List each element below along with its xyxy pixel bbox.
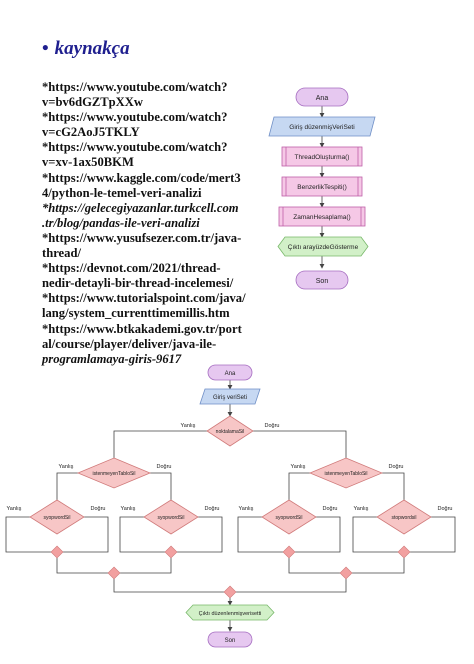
ref-line: *https://www.yusufsezer.com.tr/java- — [42, 230, 242, 245]
leaf1-no: Doğru — [91, 506, 106, 512]
leaf2-label: syopwordSil — [158, 515, 185, 521]
leaf1-yes: Yanlış — [7, 506, 22, 512]
leaf4-no: Doğru — [438, 506, 453, 512]
flow2-leaf-4: stopwordsil Yanlış Doğru — [354, 499, 453, 535]
reference-list: *https://www.youtube.com/watch? v=bv6dGZ… — [42, 80, 246, 367]
leaf2-no: Doğru — [205, 506, 220, 512]
right-yes-label: Yanlış — [291, 464, 306, 470]
leaf4-yes: Yanlış — [354, 506, 369, 512]
ref-line: nedir-detayli-bir-thread-incelemesi/ — [42, 276, 234, 291]
merge-node-6 — [339, 566, 353, 580]
flow2-leaf-3: syopwordSil Yanlış Doğru — [239, 499, 338, 535]
merge-connectors — [50, 545, 411, 599]
right-no-label: Doğru — [389, 464, 404, 470]
flow1-end-terminal: Son — [295, 270, 349, 290]
main-yes-label: Yanlış — [181, 423, 196, 429]
ref-line: *https://www.tutorialspoint.com/java/ — [42, 291, 246, 306]
leaf2-yes: Yanlış — [121, 506, 136, 512]
flow2-output-label: Çıktı düzenlenmişverisetti — [199, 611, 262, 617]
flow2-decision-left: istenmeyenTabloSil Yanlış Doğru — [59, 457, 172, 489]
flow2-leaf-2: syopwordSil Yanlış Doğru — [121, 499, 220, 535]
flowchart-preprocess-lines — [5, 380, 456, 632]
left-no-label: Doğru — [157, 464, 172, 470]
flow1-start-terminal: Ana — [295, 87, 349, 107]
ref-line: *https://www.youtube.com/watch? — [42, 80, 228, 94]
ref-line: v=cG2AoJ5TKLY — [42, 125, 140, 140]
ref-line: al/course/player/deliver/java-ile- — [42, 336, 217, 351]
merge-node-5 — [107, 566, 121, 580]
ref-line: lang/system_currenttimemillis.htm — [42, 306, 230, 321]
ref-line: *https://www.youtube.com/watch? — [42, 110, 228, 125]
flow1-output-hexagon: Çıktı arayüzdeGösterme — [277, 236, 369, 257]
merge-node-7 — [223, 585, 237, 599]
ref-line: *https://www.kaggle.com/code/mert3 — [42, 170, 241, 185]
leaf3-no: Doğru — [323, 506, 338, 512]
left-yes-label: Yanlış — [59, 464, 74, 470]
merge-node-2 — [164, 545, 178, 559]
flow1-process3-label: ZamanHesaplama() — [293, 214, 350, 221]
decision-right-label: istenmeyenTabloSil — [324, 471, 367, 477]
flow1-process1-label: ThreadOluşturma() — [295, 154, 350, 161]
title-text: kaynakça — [54, 38, 130, 59]
flow1-output-label: Çıktı arayüzdeGösterme — [288, 244, 359, 251]
flow2-end-terminal: Son — [207, 631, 253, 648]
main-no-label: Doğru — [265, 423, 280, 429]
decision-left-label: istenmeyenTabloSil — [92, 471, 135, 477]
ref-line: v=bv6dGZTpXXw — [42, 95, 143, 110]
flow1-end-label: Son — [316, 278, 329, 285]
leaf3-label: syopwordSil — [276, 515, 303, 521]
leaf1-label: syopwordSil — [44, 515, 71, 521]
decision-main-label: noktalamaSil — [216, 429, 245, 435]
flow2-output-hexagon: Çıktı düzenlenmişverisetti — [185, 604, 275, 621]
flow1-process2-label: BenzerlikTespiti() — [297, 184, 347, 191]
ref-line: v=xv-1ax50BKM — [42, 155, 134, 170]
flow1-process-thread: ThreadOluşturma() — [281, 146, 363, 167]
ref-line: .tr/blog/pandas-ile-veri-analizi — [42, 215, 200, 230]
ref-line: thread/ — [42, 246, 81, 261]
flow2-decision-main: noktalamaSil Yanlış Doğru — [181, 415, 280, 447]
flow2-input-parallelogram: Giriş veriSeti — [199, 388, 261, 405]
merge-node-3 — [282, 545, 296, 559]
flow1-input-label: Giriş düzenmişVeriSeti — [289, 124, 354, 131]
ref-line: *https://gelecegiyazanlar.turkcell.com — [42, 200, 239, 215]
ref-line: programlamaya-giris-9617 — [42, 351, 182, 366]
flow2-leaf-1: syopwordSil Yanlış Doğru — [7, 499, 106, 535]
flow2-start-label: Ana — [225, 371, 236, 377]
ref-line: *https://www.btkakademi.gov.tr/port — [42, 321, 242, 336]
section-title: •kaynakça — [42, 38, 130, 60]
flow2-input-label: Giriş veriSeti — [213, 395, 247, 401]
ref-line: *https://www.youtube.com/watch? — [42, 140, 228, 155]
flow2-start-terminal: Ana — [207, 364, 253, 381]
flow2-end-label: Son — [225, 638, 236, 644]
merge-node-1 — [50, 545, 64, 559]
ref-line: 4/python-le-temel-veri-analizi — [42, 185, 202, 200]
flow2-decision-right: istenmeyenTabloSil Yanlış Doğru — [291, 457, 404, 489]
flow1-start-label: Ana — [316, 95, 329, 102]
flow1-input-parallelogram: Giriş düzenmişVeriSeti — [268, 116, 376, 137]
merge-node-4 — [397, 545, 411, 559]
flow1-process-similarity: BenzerlikTespiti() — [281, 176, 363, 197]
leaf4-label: stopwordsil — [391, 515, 416, 521]
bullet: • — [42, 38, 49, 59]
leaf3-yes: Yanlış — [239, 506, 254, 512]
flow1-process-time: ZamanHesaplama() — [278, 206, 366, 227]
ref-line: *https://devnot.com/2021/thread- — [42, 261, 221, 276]
